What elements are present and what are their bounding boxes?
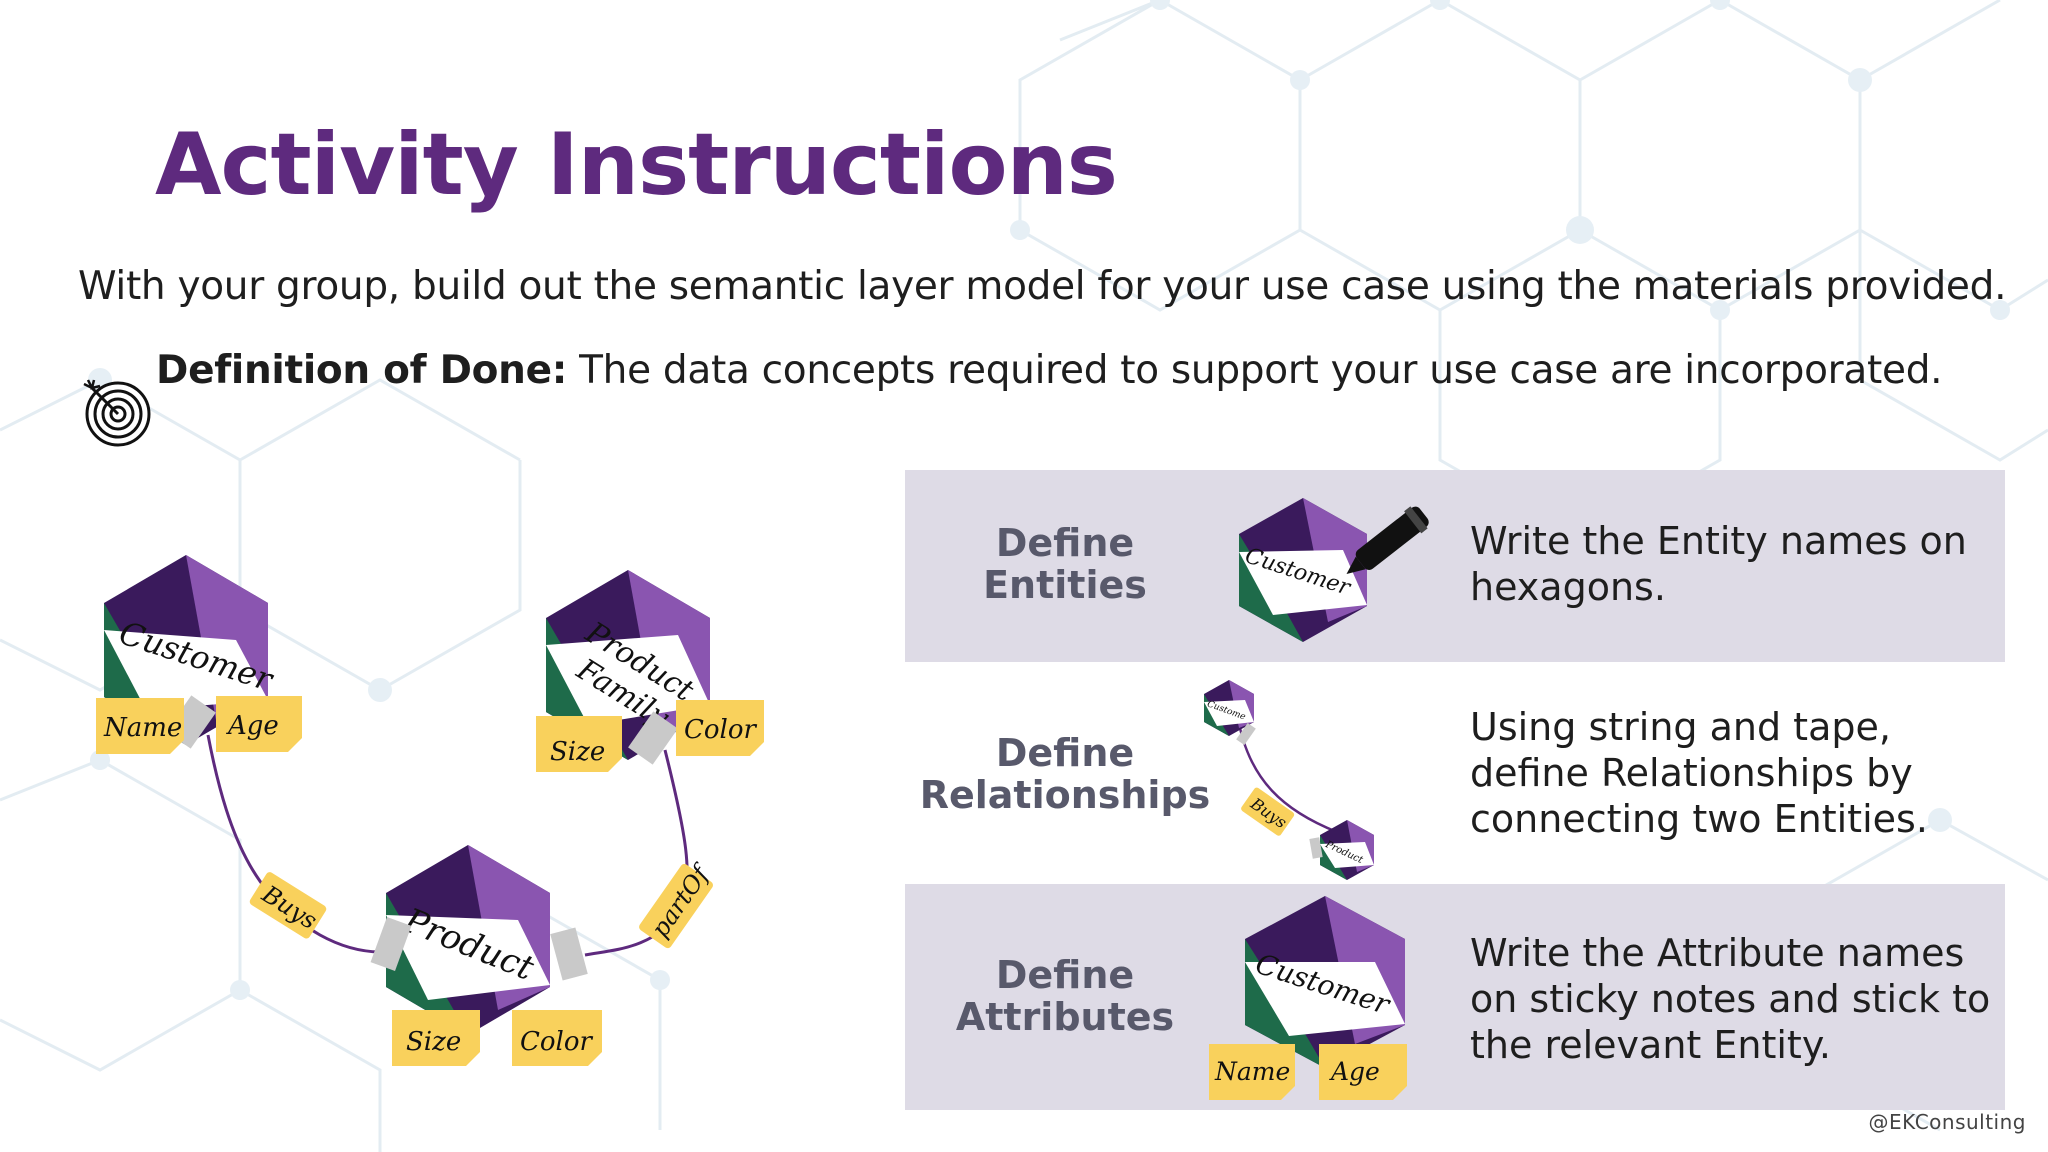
dod-text: The data concepts required to support yo… bbox=[567, 348, 1942, 393]
step-define-entities-description: Write the Entity names on hexagons. bbox=[1470, 518, 2005, 610]
sticky-product-size: Size bbox=[392, 1010, 480, 1066]
relationship-partof: partOf bbox=[638, 855, 720, 950]
sticky-family-color: Color bbox=[676, 700, 764, 756]
sticky-product-color: Color bbox=[512, 1010, 602, 1066]
step-define-relationships: Define Relationships Custome Product Buy… bbox=[905, 662, 2005, 884]
intro-text: With your group, build out the semantic … bbox=[78, 264, 2006, 309]
step-define-attributes-label: Define Attributes bbox=[905, 954, 1225, 1038]
step-label-line1: Define bbox=[905, 954, 1225, 996]
target-icon bbox=[80, 376, 152, 448]
semantic-model-diagram: Customer Product Family Product Name Age… bbox=[80, 520, 800, 1080]
sticky-family-size: Size bbox=[536, 716, 622, 772]
sticky-age-label: Age bbox=[226, 711, 279, 741]
sticky-name-label: Name bbox=[103, 713, 182, 743]
step-define-entities-label: Define Entities bbox=[905, 522, 1225, 606]
step-define-attributes-description: Write the Attribute names on sticky note… bbox=[1470, 930, 2005, 1068]
sticky-family-color-label: Color bbox=[684, 715, 758, 745]
entity-marker-illustration: Customer bbox=[1197, 498, 1437, 658]
step-label-line1: Define bbox=[905, 522, 1225, 564]
attribute-illustration: Customer Name Age bbox=[1197, 884, 1437, 1110]
step-label-line1: Define bbox=[905, 732, 1225, 774]
step-define-attributes: Define Attributes Customer Name Age Writ… bbox=[905, 884, 2005, 1110]
step-label-line2: Attributes bbox=[905, 996, 1225, 1038]
step-define-entities: Define Entities Customer Write the Entit… bbox=[905, 470, 2005, 662]
tape-product-right bbox=[550, 927, 588, 980]
attribute-illustration-sticky-a: Name bbox=[1214, 1057, 1290, 1086]
hexagon-product: Product bbox=[386, 845, 550, 1035]
attribute-illustration-sticky-b: Age bbox=[1329, 1057, 1380, 1086]
credit-label: @EKConsulting bbox=[1869, 1110, 2026, 1134]
page-title: Activity Instructions bbox=[155, 118, 1117, 213]
sticky-product-size-label: Size bbox=[406, 1027, 461, 1057]
step-label-line2: Entities bbox=[905, 564, 1225, 606]
definition-of-done: Definition of Done: The data concepts re… bbox=[156, 348, 1942, 393]
relationship-illustration-tag: Buys bbox=[1240, 786, 1295, 836]
sticky-age: Age bbox=[216, 696, 302, 752]
relationship-illustration: Custome Product Buys bbox=[1197, 662, 1437, 882]
sticky-product-color-label: Color bbox=[520, 1027, 594, 1057]
sticky-family-size-label: Size bbox=[550, 737, 605, 767]
sticky-name: Name bbox=[96, 698, 184, 754]
step-label-line2: Relationships bbox=[905, 774, 1225, 816]
step-define-relationships-description: Using string and tape, define Relationsh… bbox=[1470, 704, 2005, 842]
dod-label: Definition of Done: bbox=[156, 348, 567, 393]
step-define-relationships-label: Define Relationships bbox=[905, 732, 1225, 816]
